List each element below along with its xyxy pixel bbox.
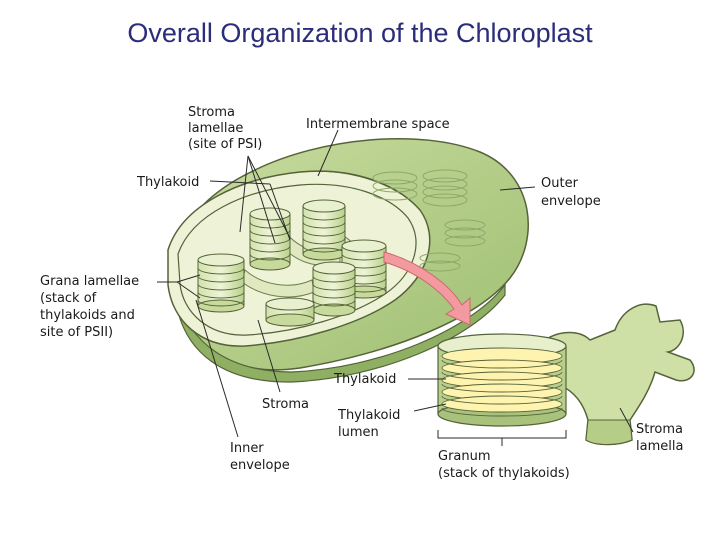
enlarged-granum — [437, 333, 567, 427]
label-grana-lamellae: Grana lamellae (stack of thylakoids and … — [40, 274, 143, 340]
label-stroma: Stroma — [262, 397, 309, 412]
label-thylakoid-lumen: Thylakoid lumen — [337, 408, 404, 440]
label-inner-envelope: Inner envelope — [230, 441, 290, 473]
outer-surface-grana — [372, 169, 486, 272]
label-granum: Granum (stack of thylakoids) — [438, 449, 570, 481]
granum-stack-5 — [312, 261, 356, 317]
granum-stack-1 — [249, 207, 291, 271]
granum-stack-6 — [265, 297, 315, 327]
label-intermembrane-space: Intermembrane space — [306, 117, 450, 132]
label-stroma-lamellae: Stroma lamellae (site of PSI) — [188, 105, 262, 152]
label-stroma-lamella: Stroma lamella — [636, 422, 687, 454]
magnify-arrow-icon — [383, 251, 471, 326]
label-thylakoid-detail: Thylakoid — [333, 372, 396, 387]
label-outer-envelope: Outer envelope — [541, 176, 601, 209]
granum-stack-2 — [302, 199, 346, 261]
leader-lines — [157, 129, 634, 446]
page-title: Overall Organization of the Chloroplast — [127, 18, 593, 48]
granum-stack-4 — [197, 253, 245, 313]
label-thylakoid-top: Thylakoid — [136, 175, 199, 190]
